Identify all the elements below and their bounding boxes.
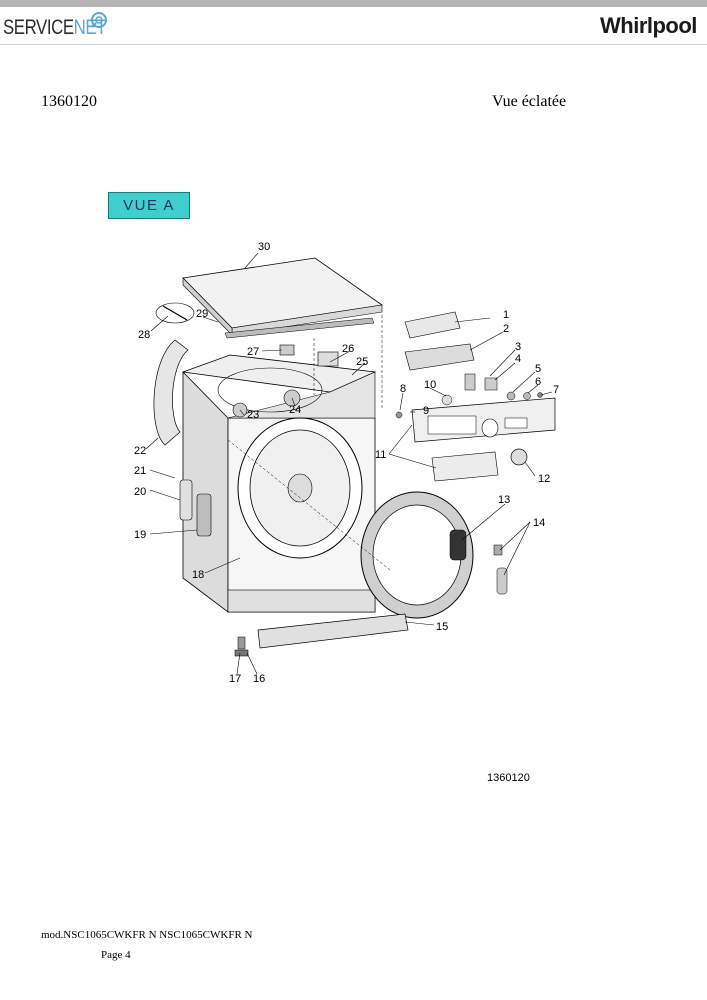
callout-25: 25 [356, 356, 368, 368]
door-hinge-part [493, 544, 508, 595]
callout-19: 19 [134, 529, 146, 541]
callout-28: 28 [138, 329, 150, 341]
door-part [360, 491, 474, 619]
callout-1: 1 [503, 309, 509, 321]
callout-4: 4 [515, 353, 521, 365]
left-handle-part [179, 479, 212, 537]
document-id: 1360120 [41, 93, 97, 110]
servicenet-logo-main: SERVICE [3, 16, 74, 39]
small-parts [395, 373, 543, 419]
callout-5: 5 [535, 363, 541, 375]
callout-labels: 30 29 28 27 26 25 24 23 22 21 20 19 18 1… [134, 241, 559, 685]
callout-6: 6 [535, 376, 541, 388]
callout-20: 20 [134, 486, 146, 498]
footer-page: Page 4 [101, 949, 131, 961]
callout-2: 2 [503, 323, 509, 335]
callout-29: 29 [196, 308, 208, 320]
callout-23: 23 [247, 409, 259, 421]
top-rail-part [224, 317, 375, 339]
callout-27: 27 [247, 346, 259, 358]
foot-part [234, 636, 249, 657]
display-board-part [404, 343, 475, 371]
callout-8: 8 [400, 383, 406, 395]
callout-14: 14 [533, 517, 545, 529]
control-panel-part [411, 397, 556, 443]
callout-24: 24 [289, 404, 301, 416]
knob-part [510, 448, 528, 466]
hinge-pin-part [155, 302, 195, 324]
whirlpool-logo: Whirlpool [600, 13, 697, 38]
callout-15: 15 [436, 621, 448, 633]
callout-30: 30 [258, 241, 270, 253]
callout-13: 13 [498, 494, 510, 506]
callout-16: 16 [253, 673, 265, 685]
callout-21: 21 [134, 465, 146, 477]
callout-17: 17 [229, 673, 241, 685]
kick-plate-part [257, 613, 409, 649]
side-gasket-part [153, 339, 189, 446]
callout-26: 26 [342, 343, 354, 355]
callout-11: 11 [375, 449, 386, 461]
callout-3: 3 [515, 341, 521, 353]
callout-7: 7 [553, 384, 559, 396]
control-board-part [404, 311, 461, 339]
servicenet-logo-accent: NET [73, 16, 107, 39]
callout-22: 22 [134, 445, 146, 457]
swirl-icon [91, 12, 107, 28]
callout-9: 9 [423, 405, 429, 417]
servicenet-logo: SERVICENET [3, 12, 132, 46]
alignment-lines [227, 315, 391, 571]
view-label-box: VUE A [108, 192, 190, 219]
document-title: Vue éclatée [492, 93, 567, 110]
header-divider [0, 44, 707, 45]
top-border [0, 0, 707, 7]
callout-12: 12 [538, 473, 550, 485]
detergent-drawer-part [431, 451, 499, 482]
footer-model: mod.NSC1065CWKFR N NSC1065CWKFR N [41, 929, 253, 941]
callout-18: 18 [192, 569, 204, 581]
cabinet-body-part [182, 344, 377, 613]
diagram-reference: 1360120 [487, 772, 530, 784]
exploded-view-diagram: 30 29 28 27 26 25 24 23 22 21 20 19 18 1… [134, 241, 559, 685]
view-label: VUE A [123, 197, 175, 214]
callout-10: 10 [424, 379, 436, 391]
top-panel-part [182, 257, 384, 336]
leader-lines [145, 252, 553, 675]
